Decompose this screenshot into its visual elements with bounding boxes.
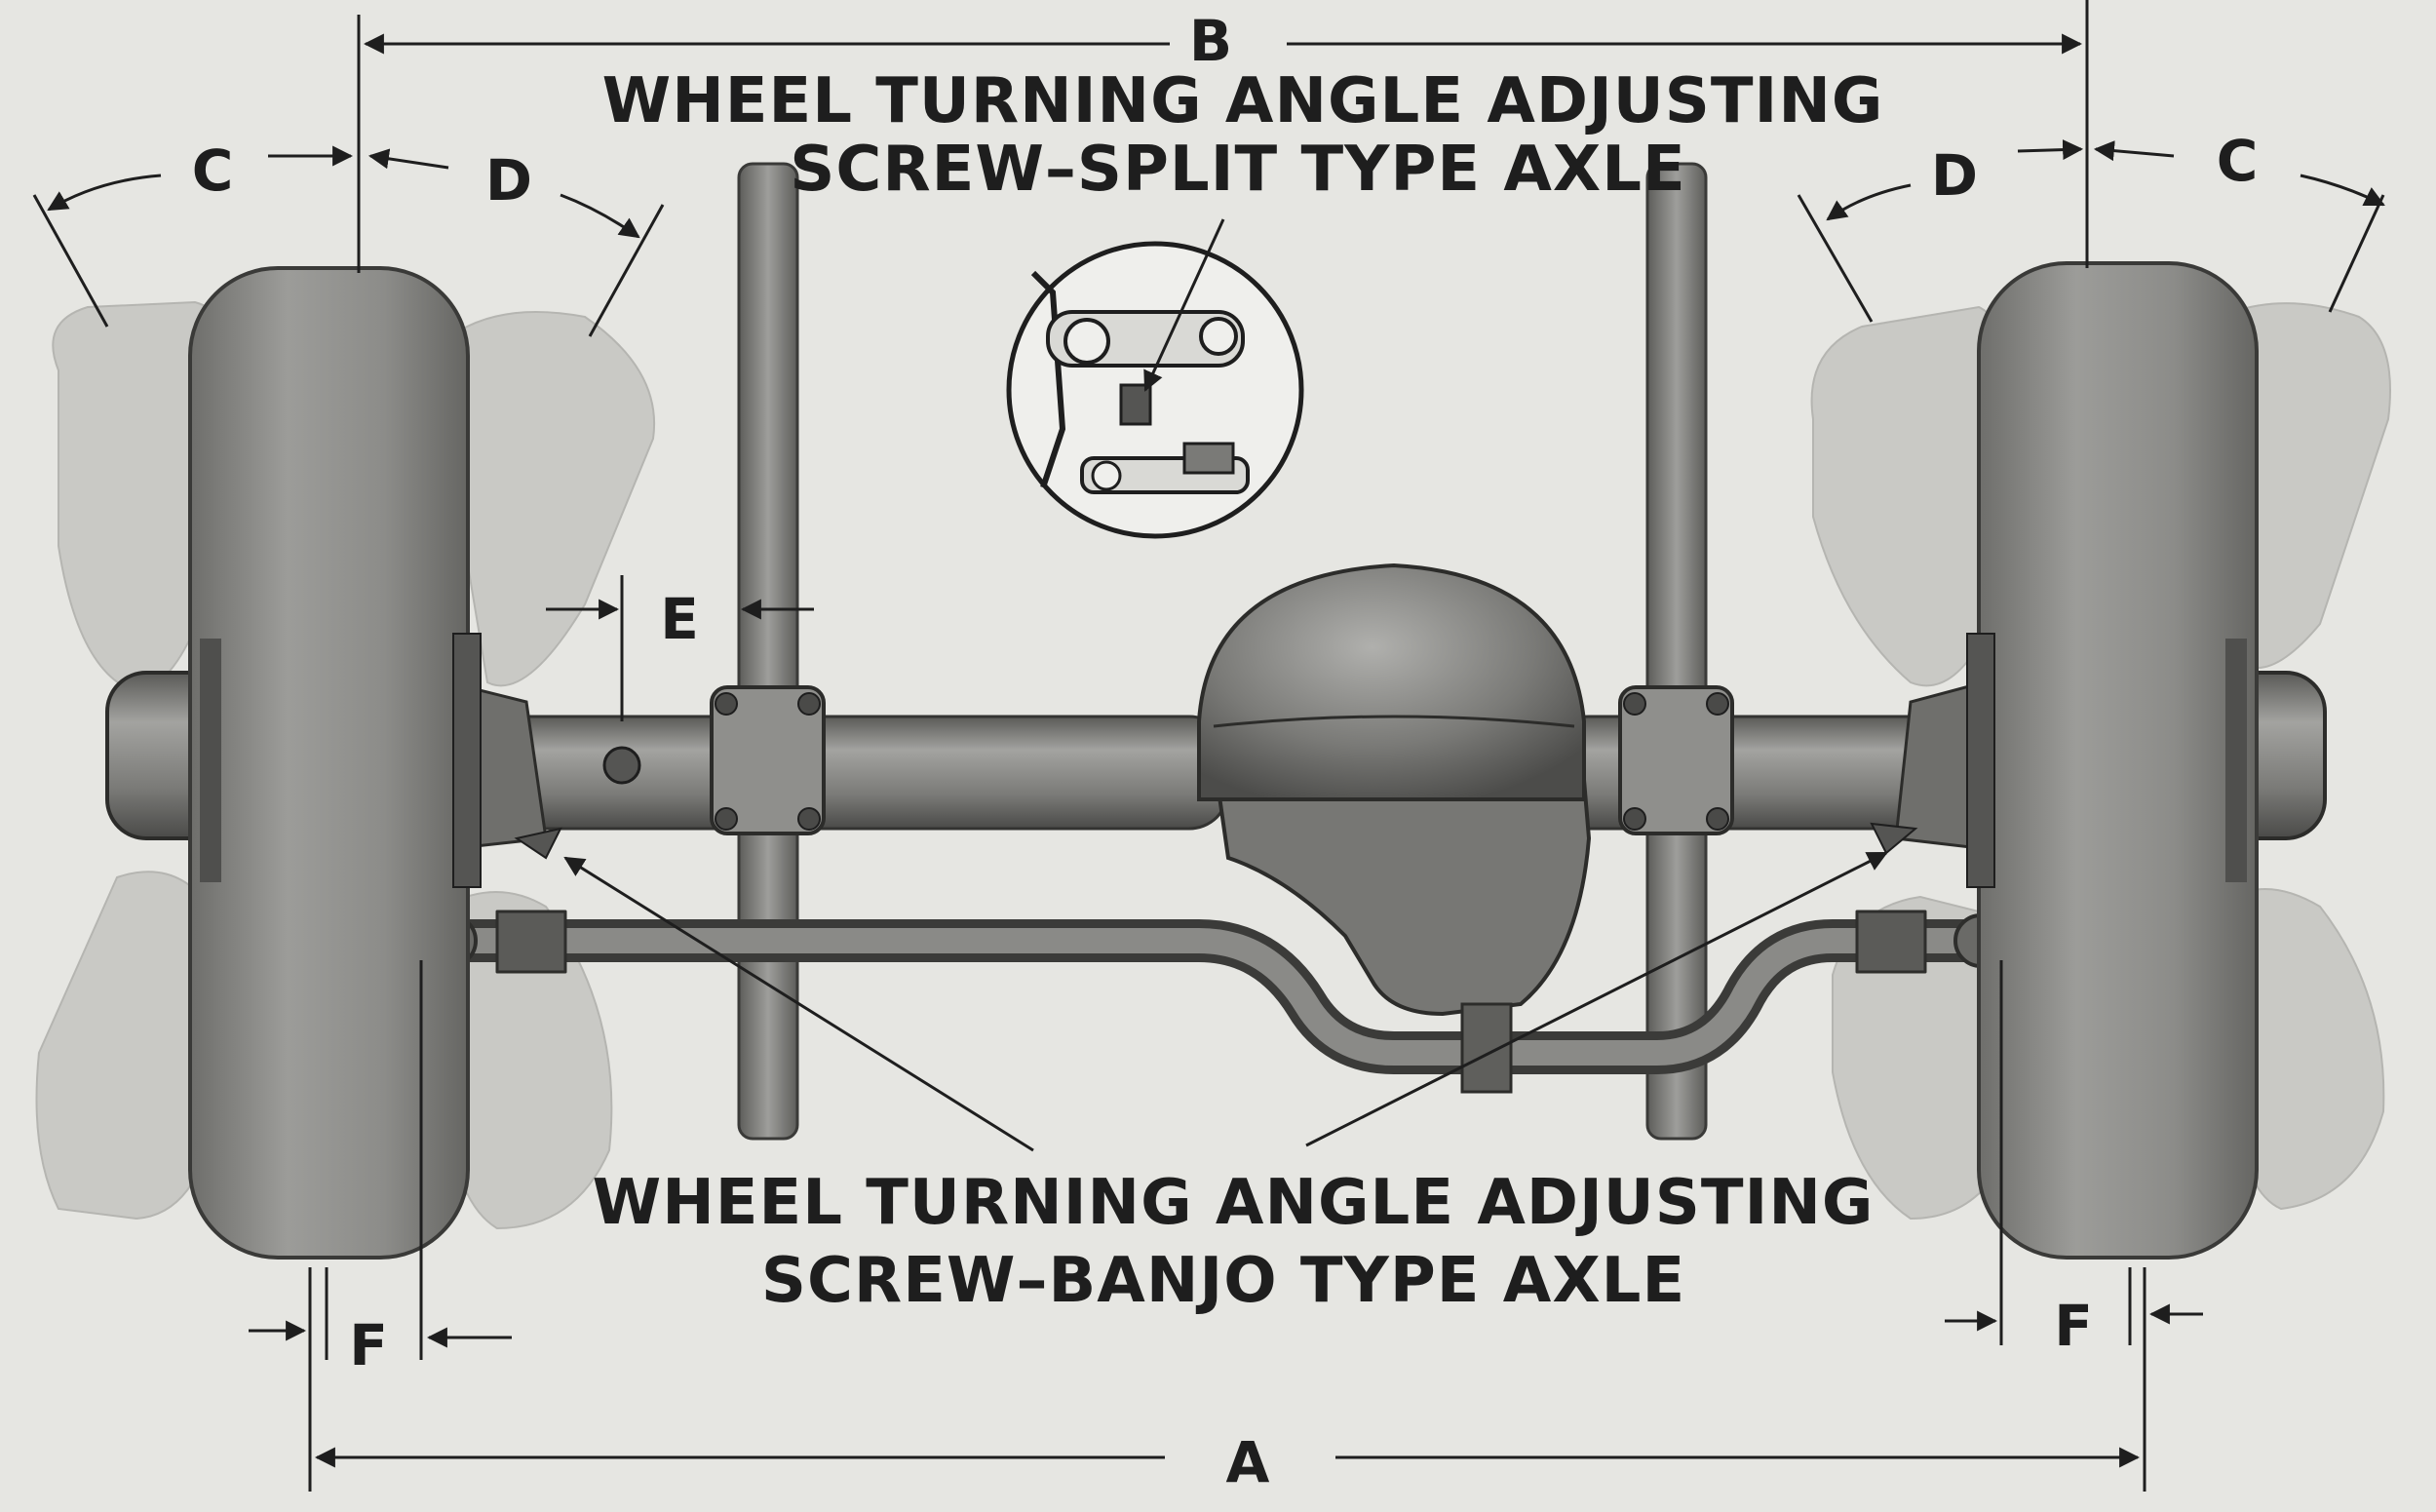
differential-dome bbox=[1197, 562, 1586, 801]
brake-drum-left bbox=[452, 633, 482, 888]
tie-rod bbox=[422, 910, 2010, 1074]
ghost-tire-left-inner-top bbox=[457, 311, 656, 687]
label-d-right: D bbox=[1931, 142, 1978, 209]
label-d-left: D bbox=[485, 147, 532, 213]
spring-pad-right bbox=[1618, 685, 1734, 835]
label-f-right: F bbox=[2054, 1293, 2093, 1359]
caption-top-line2: SCREW–SPLIT TYPE AXLE bbox=[790, 134, 1685, 206]
adjusting-screw-banjo-left bbox=[514, 827, 562, 860]
caption-bottom-line2: SCREW–BANJO TYPE AXLE bbox=[761, 1245, 1685, 1317]
axle-tube-left bbox=[427, 715, 1230, 831]
label-c-left: C bbox=[192, 137, 234, 204]
adjusting-screw-split bbox=[602, 746, 641, 785]
pinion bbox=[1460, 1002, 1513, 1094]
label-b: B bbox=[1189, 8, 1232, 74]
spring-pad-left bbox=[710, 685, 826, 835]
caption-top-line1: WHEEL TURNING ANGLE ADJUSTING bbox=[602, 65, 1884, 137]
dimension-lines bbox=[32, 0, 2385, 1492]
brake-drum-right bbox=[1966, 633, 1995, 888]
tire-right bbox=[1977, 261, 2259, 1260]
tire-left bbox=[188, 266, 470, 1260]
dimension-letters: B A C D D C E F F bbox=[192, 8, 2259, 1495]
label-e: E bbox=[660, 586, 699, 652]
label-f-left: F bbox=[349, 1312, 388, 1378]
ghost-tire-left-outer-bottom bbox=[35, 871, 221, 1221]
tie-rod-clamp-left bbox=[495, 910, 567, 974]
tires bbox=[188, 261, 2259, 1260]
leaf-spring-right bbox=[1645, 162, 1708, 1141]
tie-rod-clamp-right bbox=[1855, 910, 1927, 974]
leaf-spring-left bbox=[737, 162, 799, 1141]
adjusting-screw-banjo-right bbox=[1870, 822, 1918, 855]
caption-bottom-line1: WHEEL TURNING ANGLE ADJUSTING bbox=[593, 1167, 1875, 1239]
inset-detail bbox=[1006, 218, 1304, 539]
label-a: A bbox=[1226, 1429, 1270, 1495]
ghost-tire-right-outer-top bbox=[2221, 302, 2391, 669]
captions: WHEEL TURNING ANGLE ADJUSTING SCREW–SPLI… bbox=[593, 65, 1884, 1317]
label-c-right: C bbox=[2217, 128, 2259, 194]
leaf-springs bbox=[737, 162, 1708, 1141]
